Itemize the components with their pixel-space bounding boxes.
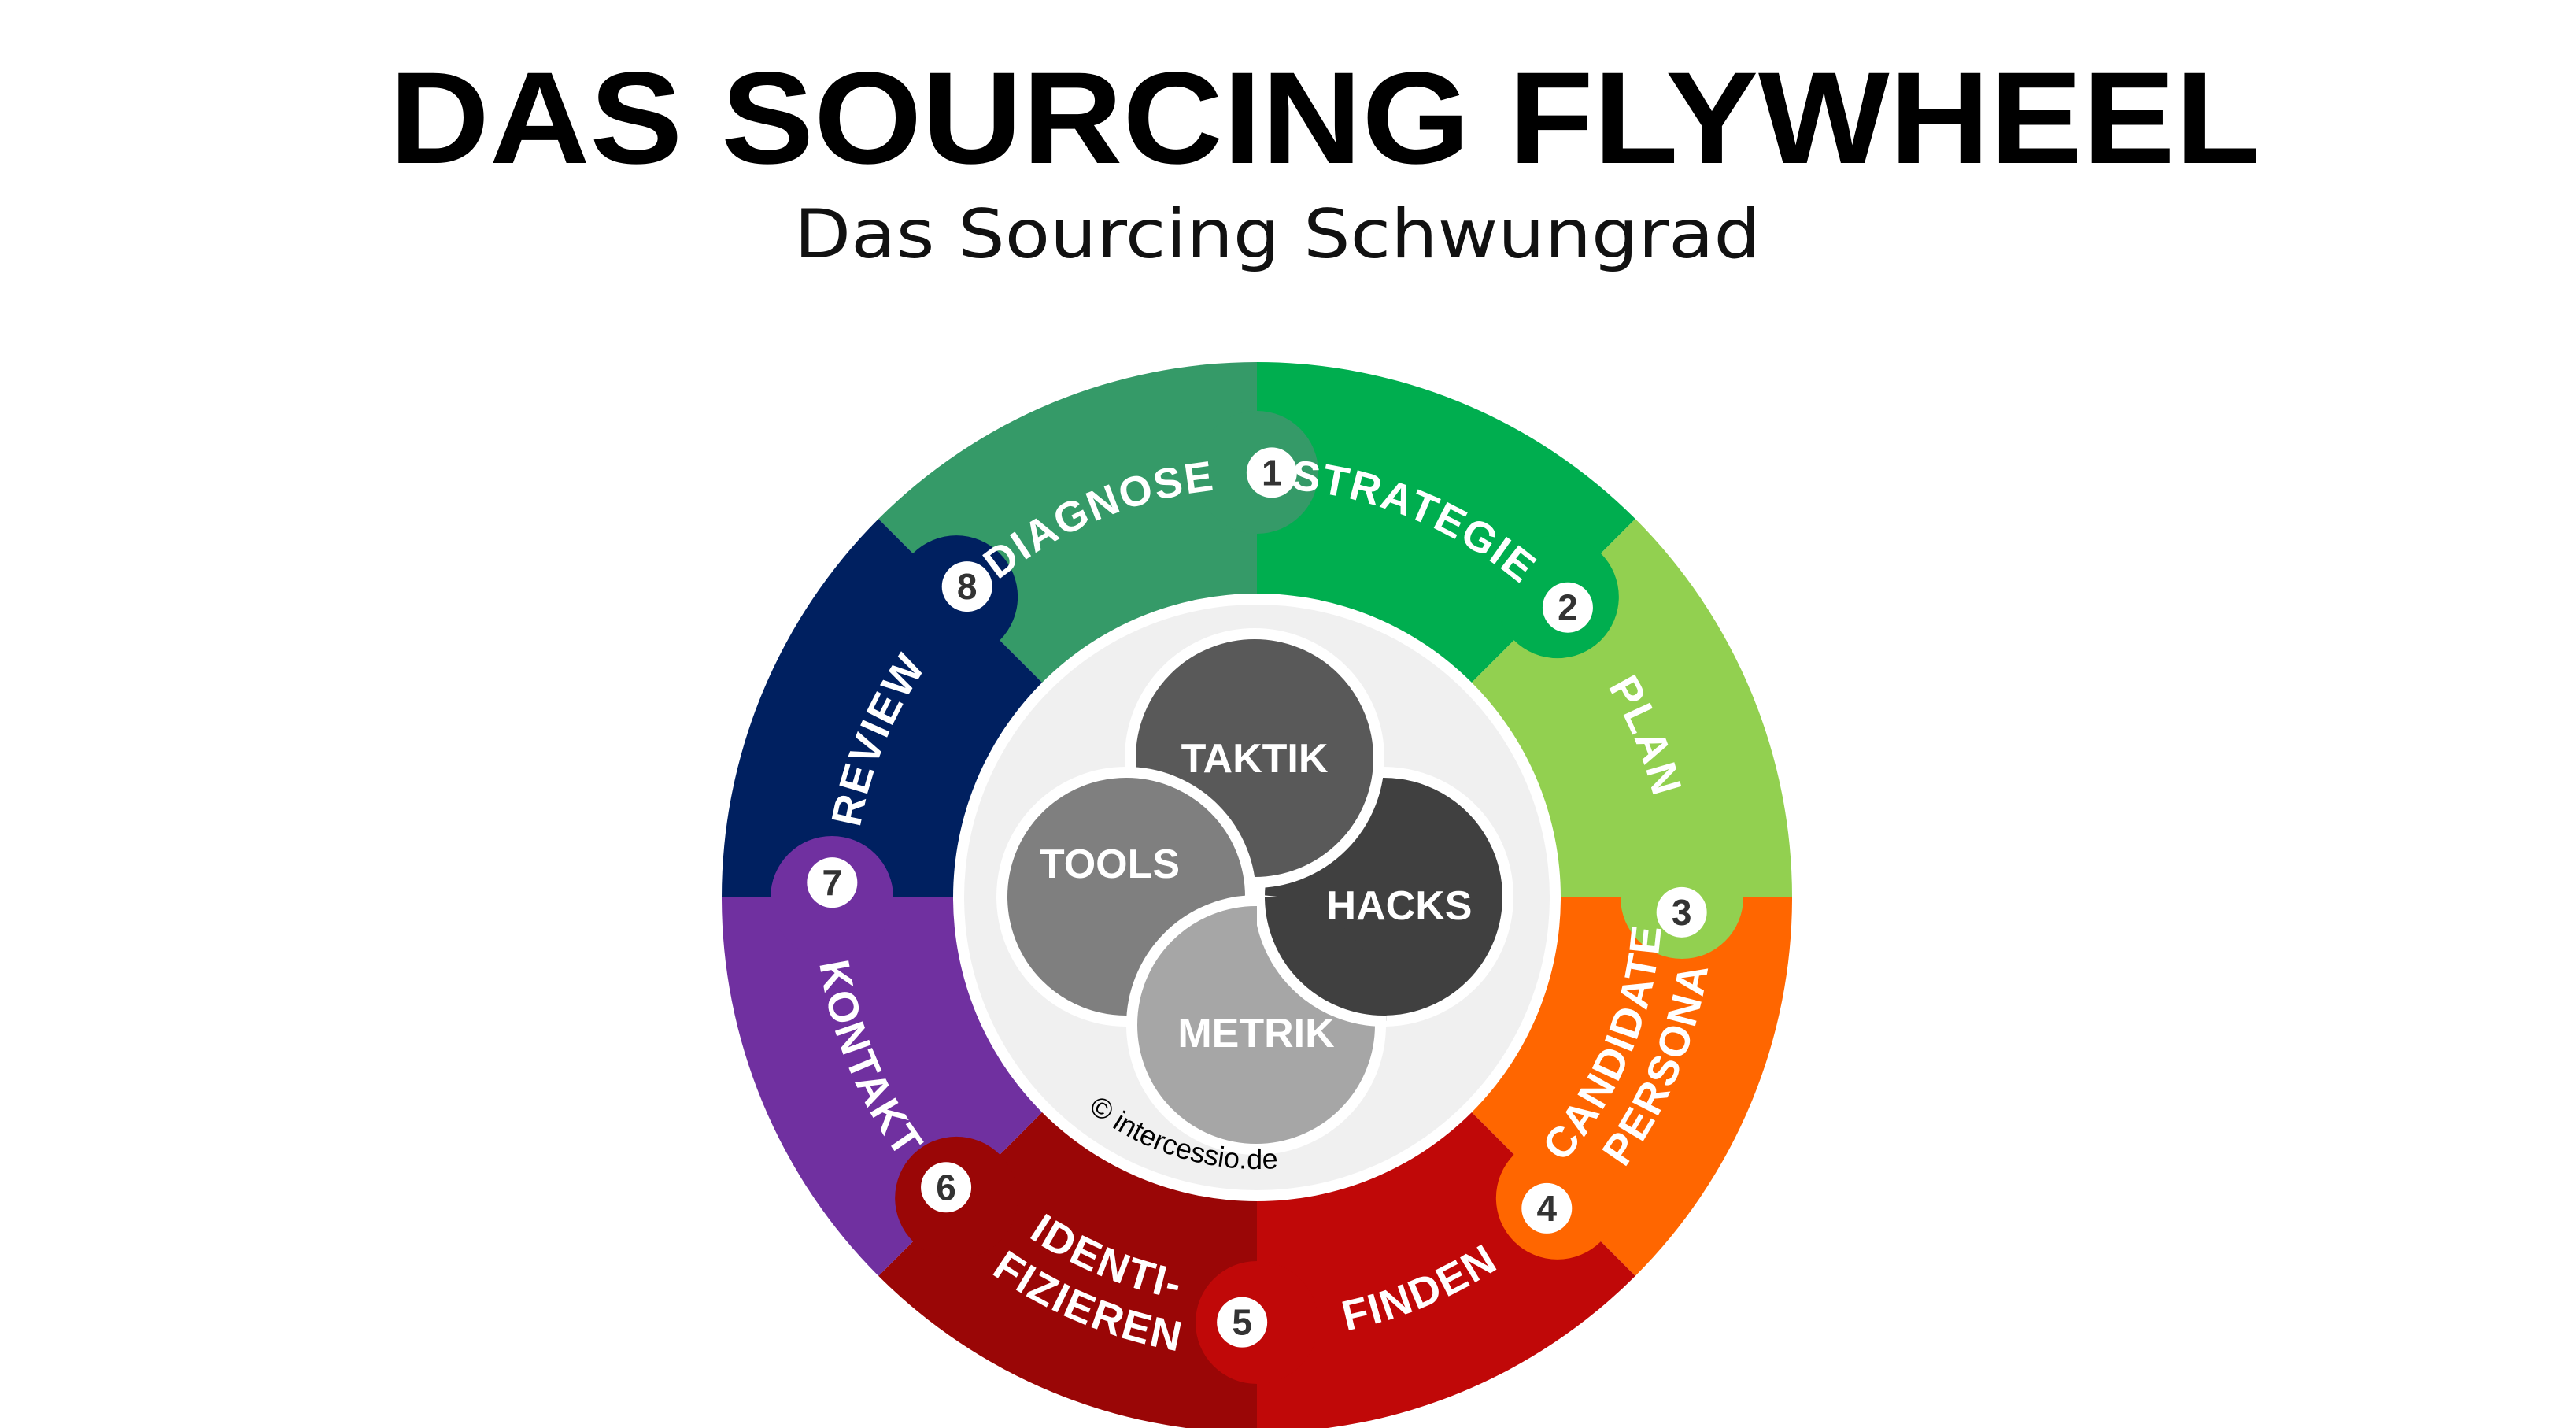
step-badge <box>1246 447 1297 498</box>
step-number: 2 <box>1558 587 1578 628</box>
step-badge <box>1521 1182 1573 1234</box>
page-title: DAS SOURCING FLYWHEEL <box>390 46 2260 191</box>
core-label: TOOLS <box>1040 842 1180 887</box>
step-number: 7 <box>822 862 843 903</box>
core-label: HACKS <box>1327 883 1473 929</box>
page-subtitle: Das Sourcing Schwungrad <box>794 195 1761 274</box>
step-badge <box>941 561 992 612</box>
step-badge <box>1656 886 1707 938</box>
core-overlap-hacks <box>1257 897 1387 1027</box>
core-label: TAKTIK <box>1181 736 1329 782</box>
step-number: 1 <box>1262 452 1282 493</box>
step-number: 3 <box>1672 892 1692 933</box>
step-badge <box>807 857 858 908</box>
core-label: METRIK <box>1177 1011 1335 1056</box>
step-number: 4 <box>1536 1188 1557 1229</box>
step-number: 5 <box>1232 1302 1252 1343</box>
core-circle-hacks <box>1257 897 1387 1027</box>
step-badge <box>1542 582 1593 633</box>
step-badge <box>1217 1297 1268 1348</box>
step-number: 8 <box>957 566 978 607</box>
step-number: 6 <box>936 1167 956 1208</box>
core-overlap <box>1257 897 1387 1027</box>
step-badge <box>921 1162 972 1213</box>
